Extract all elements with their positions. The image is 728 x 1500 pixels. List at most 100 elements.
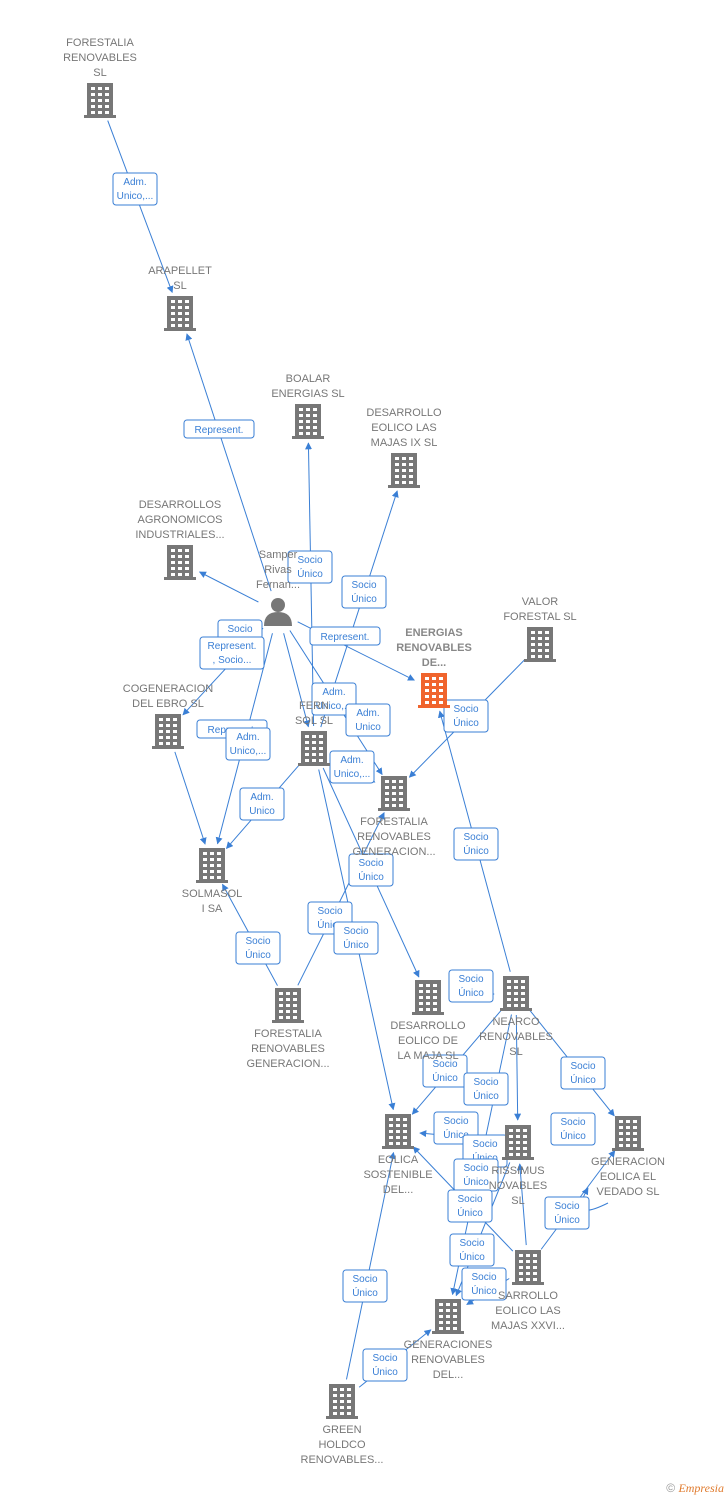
edge-label[interactable]: Adm.Unico,... (329, 750, 375, 784)
node-label: COGENERACION (123, 683, 214, 695)
edge-forestalia_gen_2-to-forestalia_gen_1 (297, 812, 385, 986)
edge-label-box (461, 1267, 507, 1301)
node-samper[interactable]: SamperRivasFernan... (256, 549, 300, 626)
edge-label[interactable]: Adm.Unico (345, 703, 391, 737)
node-label: DEL EBRO SL (132, 698, 204, 710)
building-icon (84, 83, 116, 118)
edge-label-text: Único (372, 1365, 398, 1378)
edge-label-text: Único (570, 1073, 596, 1086)
building-icon (412, 980, 444, 1015)
edge-forestalia_renovables-to-arapellet (107, 120, 174, 294)
node-label: EOLICO DE (398, 1035, 458, 1047)
edge-label-text: Único (352, 1286, 378, 1299)
node-cogeneracion[interactable]: COGENERACION DEL EBRO SL (123, 683, 214, 749)
node-forestalia_gen_2[interactable]: FORESTALIARENOVABLESGENERACION... (246, 988, 330, 1070)
edge-label-text: Único (459, 1250, 485, 1263)
edge-label-box (453, 827, 499, 861)
edge-label-text: Único (463, 844, 489, 857)
edge-label[interactable]: Represent. (183, 419, 255, 439)
edge-label-box (345, 703, 391, 737)
node-label: ARAPELLET (148, 265, 212, 277)
edge-label-text: Socio (554, 1201, 579, 1212)
edge-label[interactable]: Represent., Socio... (199, 636, 265, 670)
building-icon (196, 848, 228, 883)
building-icon (524, 627, 556, 662)
edge-label-text: Unico (249, 806, 275, 817)
node-forestalia_gen_1[interactable]: FORESTALIARENOVABLESGENERACION... (352, 776, 436, 858)
node-eolica_sostenible[interactable]: EOLICASOSTENIBLEDEL... (363, 1114, 433, 1196)
node-agronomicos[interactable]: DESARROLLOSAGRONOMICOSINDUSTRIALES... (135, 499, 225, 580)
edge-label-text: Socio (472, 1139, 497, 1150)
footer-brand[interactable]: © Empresia (666, 1481, 724, 1496)
building-icon (382, 1114, 414, 1149)
node-label: FORESTALIA (360, 816, 428, 828)
edge-label[interactable]: Adm.Unico,... (225, 727, 271, 761)
building-icon (298, 731, 330, 766)
node-label: EOLICA (378, 1154, 419, 1166)
edge-label[interactable]: Adm.Unico,... (311, 682, 357, 716)
edge-label-text: Socio (443, 1116, 468, 1127)
edge-label-text: Único (457, 1206, 483, 1219)
node-label: SARROLLO (498, 1290, 558, 1302)
edge-label-box (560, 1056, 606, 1090)
brand-name: Empresia (678, 1481, 724, 1495)
edge-label[interactable]: Adm.Unico,... (112, 172, 158, 206)
node-generaciones[interactable]: GENERACIONESRENOVABLESDEL... (404, 1299, 493, 1381)
edge-fernsol-to-boalar (305, 442, 315, 727)
edge-label-text: Socio (453, 704, 478, 715)
node-green_holdco[interactable]: GREENHOLDCORENOVABLES... (301, 1384, 384, 1466)
edge-label-text: Socio (457, 1194, 482, 1205)
edge-label-text: Adm. (340, 755, 363, 766)
node-energias_renovables[interactable]: ENERGIASRENOVABLESDE... (396, 627, 472, 708)
edge-label[interactable]: Represent. (309, 626, 381, 646)
edge-label-box (422, 1054, 468, 1088)
edge-label-text: Único (245, 948, 271, 961)
node-label: DEL... (383, 1184, 414, 1196)
edge-label-text: Socio (459, 1238, 484, 1249)
edge-label[interactable]: Adm.Unico (239, 787, 285, 821)
node-label: RENOVABLES (411, 1354, 485, 1366)
edge-label-box (235, 931, 281, 965)
edge-label-text: Socio (227, 624, 252, 635)
edge-label-box (448, 969, 494, 1003)
edge-label-box (311, 682, 357, 716)
node-label: INDUSTRIALES... (135, 529, 224, 541)
edge-label-text: Socio (458, 974, 483, 985)
edge-samper-to-fernsol (283, 633, 311, 728)
node-label: RENOVABLES (357, 831, 431, 843)
edge-label-box (199, 636, 265, 670)
building-icon (418, 673, 450, 708)
